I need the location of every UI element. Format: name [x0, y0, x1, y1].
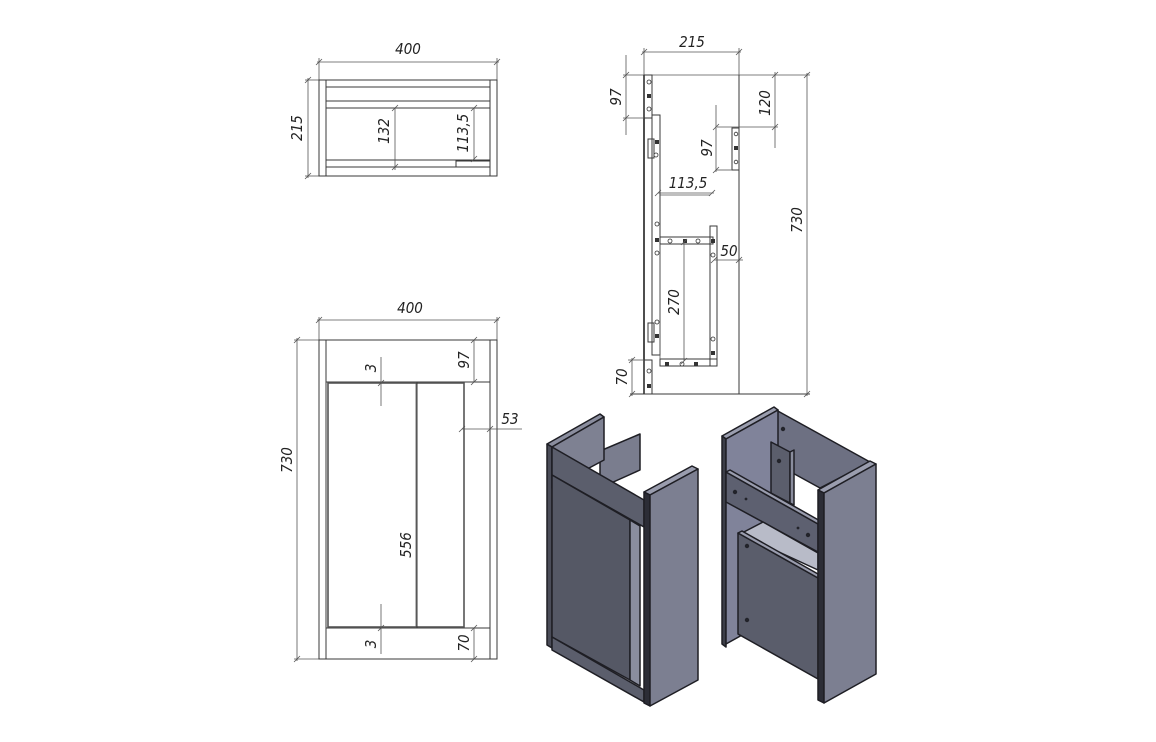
front-side-offset-label: 53 — [501, 410, 518, 428]
side-depth-label: 215 — [679, 33, 705, 51]
side-top-rail-label: 97 — [607, 88, 625, 106]
front-view: 400 730 3 556 3 97 70 — [278, 299, 522, 663]
iso-render-front — [546, 413, 699, 707]
side-height-label: 730 — [788, 207, 806, 233]
side-plinth-label: 70 — [613, 368, 631, 385]
iso-render-back — [721, 406, 877, 704]
top-shelf-depth-label: 113,5 — [454, 114, 472, 153]
side-inner-height-label: 270 — [665, 289, 683, 315]
front-height-label: 730 — [278, 447, 296, 473]
door-outline — [327, 382, 465, 628]
top-depth-label: 215 — [288, 115, 306, 141]
front-door-height-label: 556 — [397, 532, 415, 558]
side-shelf-depth-label: 113,5 — [669, 174, 708, 192]
hole-markers — [646, 79, 739, 388]
top-view: 400 215 132 113,5 — [288, 40, 501, 180]
top-inner-depth-label: 132 — [375, 118, 393, 144]
front-gap-bottom-label: 3 — [362, 640, 380, 649]
side-back-offset-label: 50 — [720, 242, 737, 260]
front-width-label: 400 — [397, 299, 423, 317]
top-width-label: 400 — [395, 40, 421, 58]
front-top-rail-label: 97 — [455, 351, 473, 369]
front-plinth-label: 70 — [455, 634, 473, 651]
side-view: 215 — [607, 33, 811, 398]
front-gap-top-label: 3 — [362, 364, 380, 373]
side-top-offset-label: 120 — [756, 90, 774, 116]
side-rail-height-label: 97 — [698, 139, 716, 157]
